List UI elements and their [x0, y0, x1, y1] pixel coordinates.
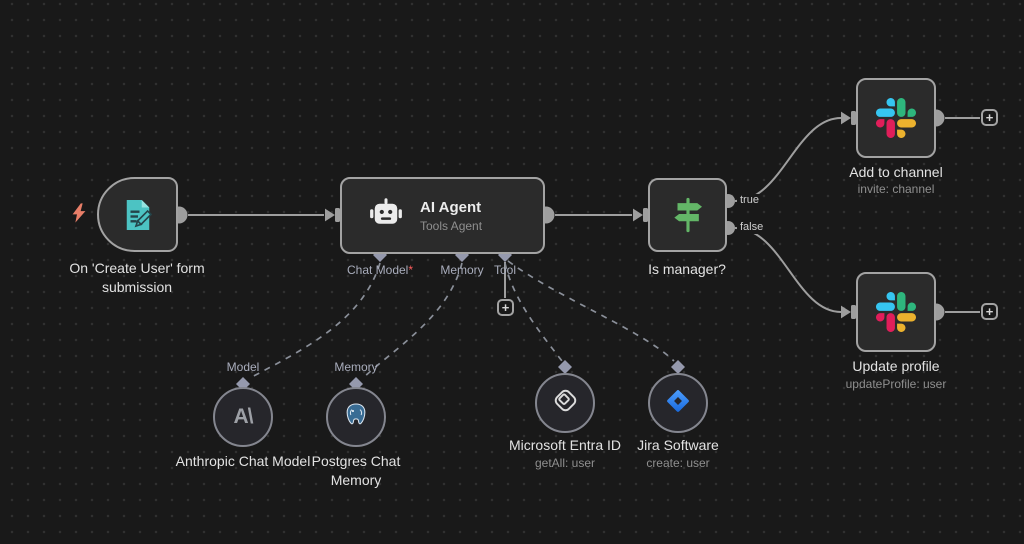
- signpost-icon: [650, 180, 725, 250]
- lightning-trigger-icon: [68, 202, 90, 224]
- input-arrow-ismanager: [633, 208, 643, 222]
- robot-icon: [368, 195, 404, 236]
- port-label-model: Model: [226, 360, 260, 374]
- node-anthropic-chat-model[interactable]: A\: [213, 387, 273, 447]
- entra-label: Microsoft Entra ID: [508, 437, 622, 453]
- update-profile-label: Update profile: [852, 358, 940, 374]
- edge-label-true: true: [737, 194, 762, 207]
- node-microsoft-entra-id[interactable]: [535, 373, 595, 433]
- is-manager-node-label: Is manager?: [648, 261, 726, 277]
- input-arrow-agent: [325, 208, 335, 222]
- ai-agent-subtitle: Tools Agent: [420, 218, 483, 233]
- node-trigger-form-submission[interactable]: [97, 177, 178, 252]
- input-port-agent[interactable]: [335, 208, 340, 222]
- jira-label: Jira Software: [637, 437, 719, 453]
- edge-false-to-updateprofile[interactable]: [734, 227, 842, 313]
- node-add-to-channel[interactable]: [856, 78, 936, 158]
- add-to-channel-subtitle: invite: channel: [857, 182, 935, 196]
- input-arrow-updateprofile: [841, 305, 851, 319]
- add-tool-button[interactable]: +: [497, 299, 514, 316]
- form-icon: [99, 179, 176, 250]
- node-is-manager[interactable]: [648, 178, 727, 252]
- jira-icon: [664, 387, 692, 420]
- node-update-profile[interactable]: [856, 272, 936, 352]
- edge-chatmodel-to-anthropic[interactable]: [249, 262, 381, 379]
- anthropic-label: Anthropic Chat Model: [175, 453, 311, 469]
- postgres-label: Postgres Chat Memory: [311, 453, 401, 488]
- slack-icon: [858, 274, 934, 350]
- node-postgres-chat-memory[interactable]: [326, 387, 386, 447]
- input-port-ismanager[interactable]: [643, 208, 648, 222]
- entra-subtitle: getAll: user: [534, 456, 596, 470]
- plus-icon: +: [985, 304, 994, 319]
- node-ai-agent[interactable]: AI Agent Tools Agent: [340, 177, 545, 254]
- input-arrow-addchannel: [841, 111, 851, 125]
- port-label-tool: Tool: [493, 263, 517, 277]
- edge-label-false: false: [737, 221, 767, 234]
- add-to-channel-label: Add to channel: [849, 164, 943, 180]
- plus-icon: +: [985, 110, 994, 125]
- port-diamond-entra[interactable]: [558, 360, 572, 374]
- slack-icon: [858, 80, 934, 156]
- port-label-memory-sub: Memory: [334, 360, 378, 374]
- postgres-icon: [342, 401, 370, 434]
- anthropic-logo: A\: [233, 405, 254, 428]
- trigger-node-label: On 'Create User' form submission: [69, 260, 205, 295]
- plus-icon: +: [501, 300, 510, 315]
- port-label-chat-model: Chat Model*: [346, 263, 414, 277]
- port-label-memory: Memory: [440, 263, 484, 277]
- add-node-button-top[interactable]: +: [981, 109, 998, 126]
- port-diamond-jira[interactable]: [671, 360, 685, 374]
- jira-subtitle: create: user: [646, 456, 710, 470]
- add-node-button-bottom[interactable]: +: [981, 303, 998, 320]
- entra-id-icon: [550, 385, 581, 421]
- edge-tool-to-entra[interactable]: [504, 262, 563, 362]
- update-profile-subtitle: updateProfile: user: [845, 377, 947, 391]
- input-port-addchannel[interactable]: [851, 111, 856, 125]
- node-jira-software[interactable]: [648, 373, 708, 433]
- required-asterisk: *: [408, 263, 414, 277]
- ai-agent-title: AI Agent: [420, 198, 482, 216]
- input-port-updateprofile[interactable]: [851, 305, 856, 319]
